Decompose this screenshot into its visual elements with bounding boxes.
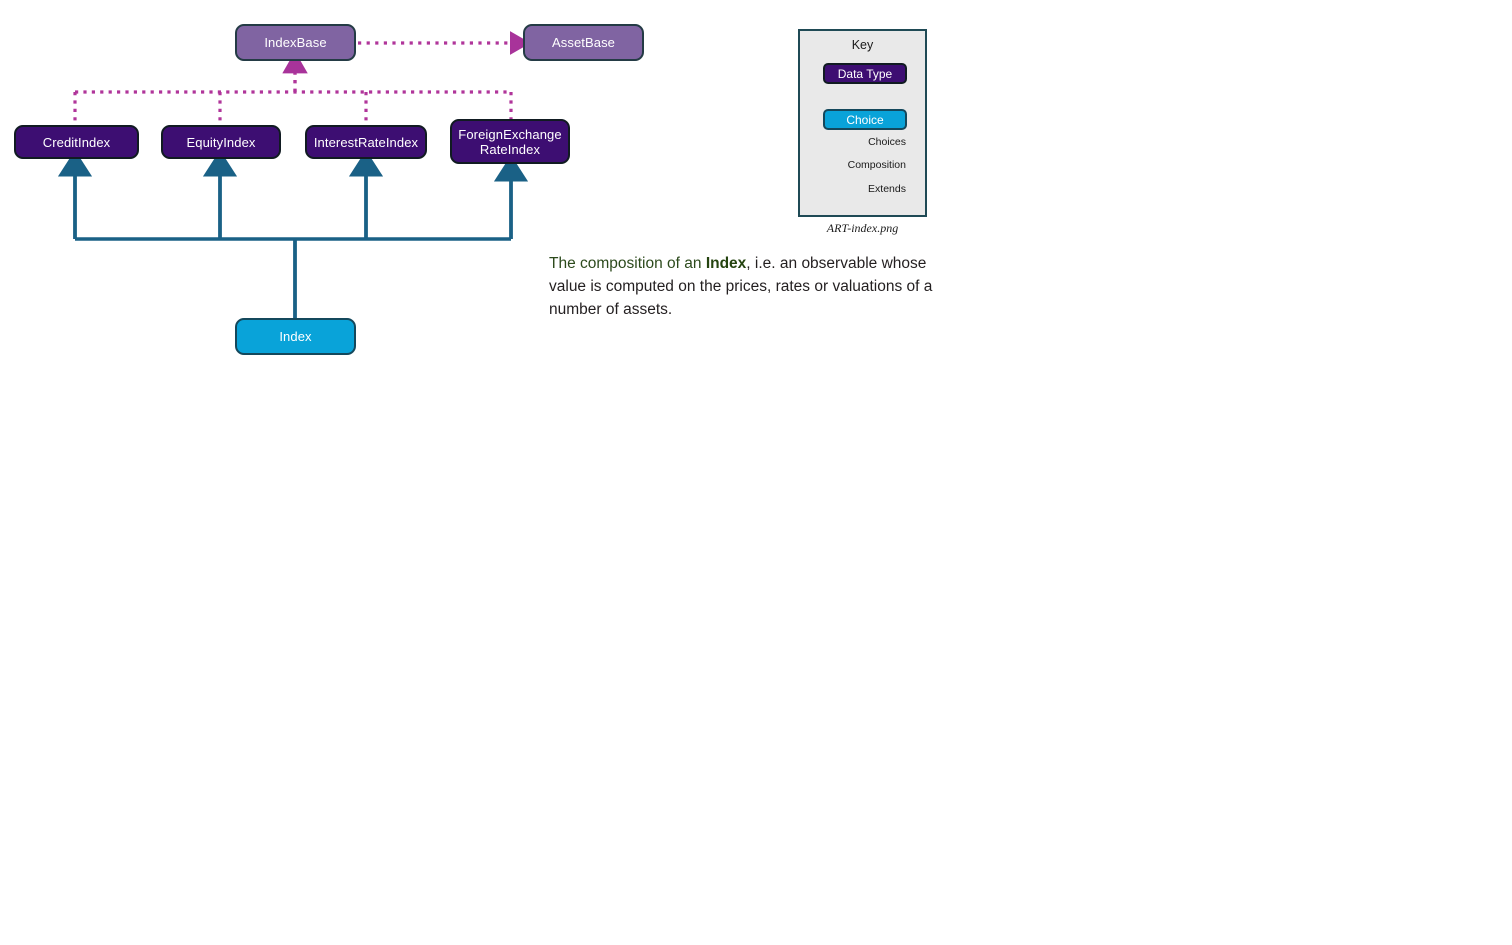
- edge-extends-bus: [73, 51, 513, 125]
- key-chip-data-type: Data Type: [823, 63, 907, 84]
- node-index[interactable]: Index: [235, 318, 356, 355]
- node-foreignexchangerateindex-label: ForeignExchange RateIndex: [458, 126, 562, 157]
- key-chip-choice-label: Choice: [846, 112, 884, 127]
- node-creditindex-label: CreditIndex: [42, 134, 111, 150]
- description-green-part: The composition of an: [549, 255, 706, 272]
- node-interestrateindex[interactable]: InterestRateIndex: [305, 125, 427, 159]
- key-legend-label-composition: Composition: [847, 159, 906, 171]
- description-green-bold: Index: [705, 255, 747, 272]
- node-equityindex-label: EquityIndex: [186, 134, 256, 150]
- node-assetbase-label: AssetBase: [551, 35, 616, 50]
- node-index-label: Index: [279, 329, 312, 344]
- node-indexbase[interactable]: IndexBase: [235, 24, 356, 61]
- node-assetbase[interactable]: AssetBase: [523, 24, 644, 61]
- key-legend-label-choices: Choices: [868, 136, 906, 148]
- key-chip-choice: Choice: [823, 109, 907, 130]
- node-foreignexchangerateindex[interactable]: ForeignExchange RateIndex: [450, 119, 570, 164]
- description-rest: , i.e. an observable whose value is comp…: [549, 255, 933, 318]
- key-caption: ART-index.png: [826, 221, 899, 235]
- node-indexbase-label: IndexBase: [264, 35, 327, 50]
- key-panel: Key Data Type Choice Choices Composition…: [798, 29, 927, 217]
- description-text: The composition of an Index, i.e. an obs…: [549, 252, 934, 321]
- key-legend-label-extends: Extends: [868, 183, 906, 195]
- key-chip-data-type-label: Data Type: [837, 66, 893, 81]
- node-equityindex[interactable]: EquityIndex: [161, 125, 281, 159]
- node-interestrateindex-label: InterestRateIndex: [313, 134, 419, 150]
- node-creditindex[interactable]: CreditIndex: [14, 125, 139, 159]
- key-title: Key: [851, 38, 874, 52]
- edge-choices-bus: [57, 149, 529, 318]
